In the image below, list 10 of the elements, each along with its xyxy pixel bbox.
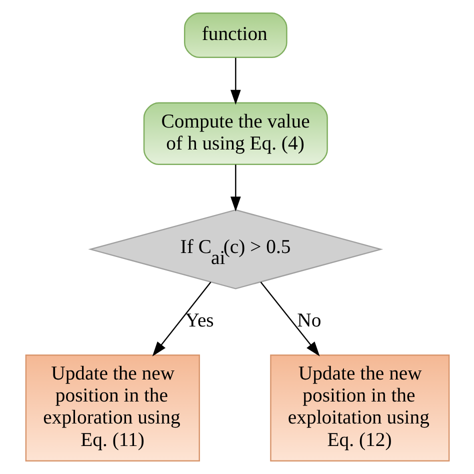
edge-label: Yes: [184, 310, 214, 332]
node-box: Update the new position in the exploitation using Eq. (12): [270, 354, 450, 462]
node-box: Compute the value of h using Eq. (4): [142, 102, 328, 166]
edge-label: No: [296, 310, 321, 332]
arrow: [230, 58, 240, 105]
arrow: [260, 282, 320, 356]
node-box: Update the new position in the exploration using Eq. (11): [24, 354, 200, 462]
arrow: [152, 282, 211, 356]
arrow: [230, 164, 240, 212]
node-box: function: [183, 12, 287, 58]
